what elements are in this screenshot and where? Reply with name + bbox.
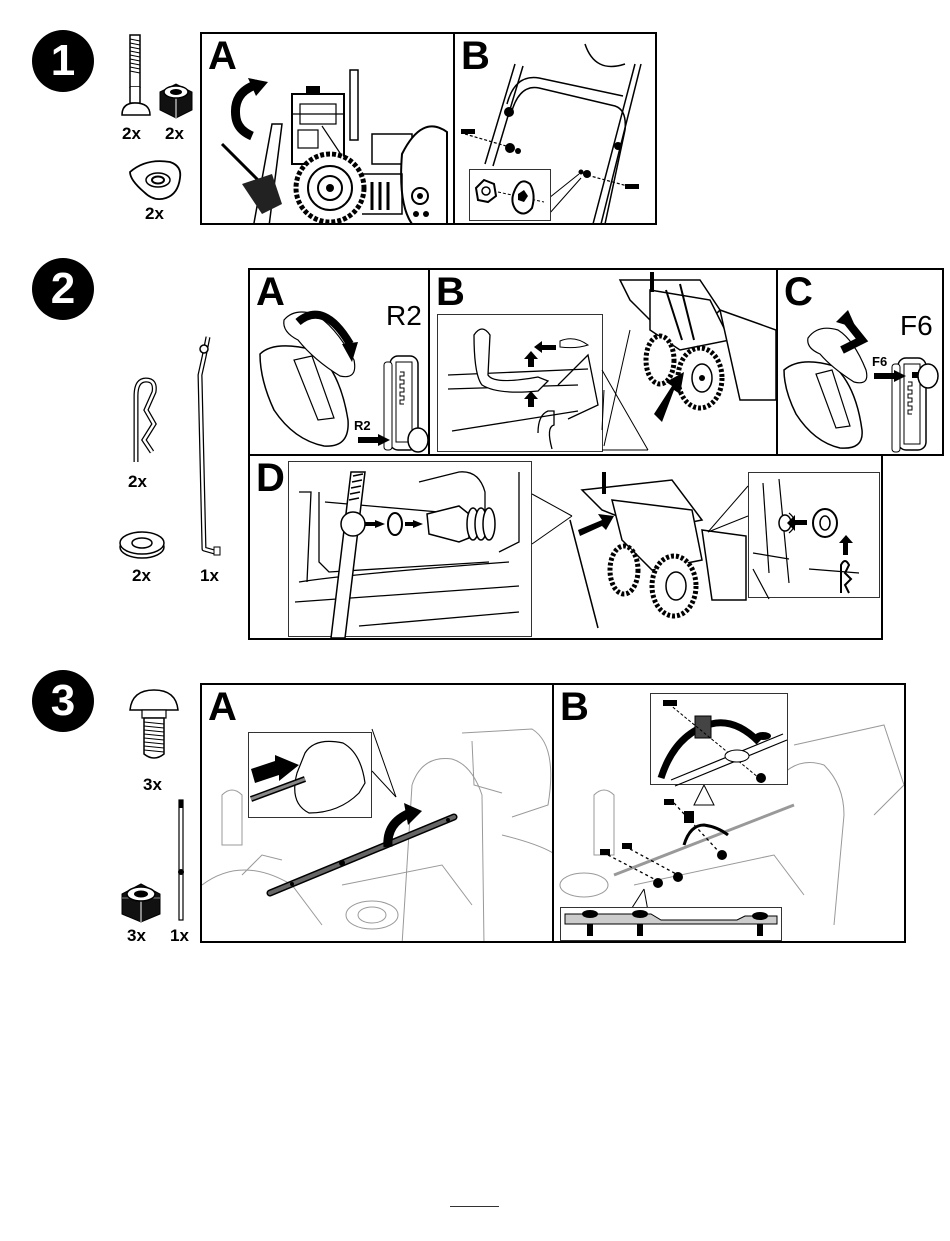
step-2-panel-c: C F6 F6	[776, 268, 944, 456]
part-quantity: 2x	[165, 124, 184, 143]
panel-letter: A	[208, 685, 237, 729]
cup-washer-icon	[129, 160, 182, 201]
part-quantity: 2x	[122, 124, 141, 143]
part-quantity: 3x	[127, 926, 146, 945]
part-quantity: 2x	[128, 472, 147, 491]
hand-on-shift-lever-illustration	[783, 310, 869, 449]
step-2-panel-b: B	[428, 268, 778, 456]
page-footer-rule	[450, 1206, 499, 1207]
control-rod-illustration	[266, 813, 458, 897]
step-number-badge: 2	[32, 258, 94, 320]
callout-pointer	[531, 493, 573, 545]
carriage-bolt-icon	[129, 689, 179, 759]
arrow-up-right-icon	[654, 372, 684, 422]
gear-indicator-slot-f6	[891, 357, 939, 453]
bracket-bolt-illustration	[657, 700, 788, 787]
panel-letter: B	[560, 685, 589, 729]
hairpin-clip-icon	[133, 377, 157, 462]
rod-insertion-illustration	[249, 740, 366, 814]
rod-insert-detail-inset	[248, 732, 372, 818]
gear-marker-label: R2	[354, 418, 371, 433]
curved-arrow-up-icon	[383, 803, 422, 848]
panel-letter: A	[208, 34, 237, 78]
panel-letter: C	[784, 270, 813, 314]
lock-nut-icon	[121, 883, 161, 923]
rod-washer-pivot-illustration	[294, 471, 520, 638]
step-number-badge: 1	[32, 30, 94, 92]
step-2-panel-d: D	[248, 454, 883, 640]
step-2-panel-a: A R2 R2	[248, 268, 430, 456]
step-number-badge: 3	[32, 670, 94, 732]
rod-bracket-cross-section-inset	[560, 907, 782, 941]
step-3-panel-a: A	[200, 683, 554, 943]
callout-pointer	[371, 728, 397, 798]
control-rod-icon	[178, 799, 184, 921]
arrow-right-icon	[358, 434, 390, 446]
panel-letter: A	[256, 270, 285, 314]
step-1-panel-a: A	[200, 32, 455, 225]
gear-marker-label: F6	[872, 354, 888, 369]
gear-indicator-slot-r2	[383, 355, 428, 453]
step-3-panel-b: B	[552, 683, 906, 943]
panel-letter: B	[436, 270, 465, 314]
hardware-detail-inset	[469, 169, 551, 221]
part-quantity: 1x	[200, 566, 219, 585]
part-quantity: 2x	[132, 566, 151, 585]
panel-letter: B	[461, 34, 490, 78]
snowblower-front-illustration	[601, 272, 776, 447]
t-bolt-icon	[121, 34, 151, 116]
gear-position-label: F6	[900, 310, 933, 341]
handle-assembly-illustration	[461, 43, 642, 223]
step-1-panel-b: B	[453, 32, 657, 225]
bracket-detail-inset	[650, 693, 788, 787]
rod-connection-detail-inset	[288, 461, 532, 638]
lock-nut-icon	[159, 83, 193, 119]
washer-and-clip-illustration	[752, 478, 860, 600]
chute-control-background-illustration	[559, 724, 904, 926]
hand-on-shift-lever-illustration	[259, 310, 358, 447]
snowblower-side-illustration	[220, 69, 448, 223]
snowblower-front-illustration	[569, 472, 747, 629]
shift-arm-connection-illustration	[447, 328, 599, 450]
shift-arm-detail-inset	[437, 314, 603, 452]
part-quantity: 2x	[145, 204, 164, 223]
panel-letter: D	[256, 456, 285, 500]
arrow-right-icon	[874, 370, 906, 382]
gear-position-label: R2	[386, 300, 422, 331]
callout-pointer	[707, 485, 749, 533]
part-quantity: 3x	[143, 775, 162, 794]
rod-cross-section-illustration	[564, 910, 778, 936]
flat-washer-icon	[119, 531, 165, 559]
part-quantity: 1x	[170, 926, 189, 945]
callout-pointer	[601, 369, 649, 451]
washer-clip-detail-inset	[748, 472, 880, 600]
nut-and-cup-washer-icon	[474, 178, 545, 215]
shift-rod-icon	[197, 336, 221, 556]
curved-arrow-icon	[230, 78, 268, 141]
